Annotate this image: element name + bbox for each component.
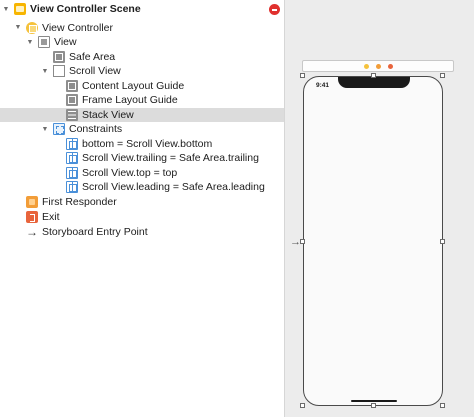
view-controller-icon[interactable] — [364, 64, 369, 69]
outline-row-scroll-view[interactable]: ▼ Scroll View — [0, 64, 284, 79]
outline-label: Stack View — [82, 108, 134, 121]
outline-label: View — [54, 36, 77, 49]
resize-handle-top-right[interactable] — [440, 73, 445, 78]
home-indicator — [351, 399, 397, 402]
resize-handle-bottom[interactable] — [371, 403, 376, 408]
first-responder-icon[interactable] — [376, 64, 381, 69]
layout-guide-icon — [66, 79, 78, 92]
pane-divider[interactable] — [284, 0, 285, 417]
constraint-icon — [66, 152, 78, 165]
outline-label: Scroll View.top = top — [82, 166, 178, 179]
outline-label: Constraints — [69, 123, 123, 136]
outline-label: Exit — [42, 210, 60, 223]
exit-icon — [26, 210, 38, 223]
view-controller-icon — [26, 21, 38, 34]
outline-row-frame-layout-guide[interactable]: Frame Layout Guide — [0, 93, 284, 108]
outline-row-view-controller[interactable]: ▼ View Controller — [0, 21, 284, 36]
disclosure-triangle[interactable]: ▼ — [41, 67, 49, 75]
outline-row-constraint-top[interactable]: Scroll View.top = top — [0, 166, 284, 181]
outline-label: Frame Layout Guide — [82, 94, 178, 107]
outline-label: First Responder — [42, 196, 117, 209]
outline-row-view-controller-scene[interactable]: ▼ View Controller Scene — [0, 2, 284, 17]
outline-row-storyboard-entry-point[interactable]: → Storyboard Entry Point — [0, 225, 284, 240]
scroll-view-icon — [53, 65, 65, 78]
view-icon — [38, 36, 50, 49]
outline-label: Scroll View.leading = Safe Area.leading — [82, 181, 265, 194]
constraints-icon — [53, 123, 65, 136]
outline-label: Safe Area — [69, 50, 116, 63]
scene-icon — [14, 3, 26, 16]
outline-label: Scroll View — [69, 65, 121, 78]
device-frame[interactable]: 9:41 — [303, 76, 443, 406]
outline-row-stack-view[interactable]: Stack View — [0, 107, 284, 122]
outline-row-constraint-trailing[interactable]: Scroll View.trailing = Safe Area.trailin… — [0, 151, 284, 166]
scene-dock[interactable] — [302, 60, 454, 72]
resize-handle-bottom-left[interactable] — [300, 403, 305, 408]
disclosure-triangle[interactable]: ▼ — [2, 5, 10, 13]
arrow-right-icon: → — [26, 224, 38, 239]
layout-guide-icon — [53, 50, 65, 63]
stack-view-icon — [66, 108, 78, 121]
outline-label: Scroll View.trailing = Safe Area.trailin… — [82, 152, 259, 165]
resize-handle-top-left[interactable] — [300, 73, 305, 78]
disclosure-triangle[interactable]: ▼ — [14, 24, 22, 32]
constraint-icon — [66, 181, 78, 194]
constraint-icon — [66, 137, 78, 150]
resize-handle-bottom-right[interactable] — [440, 403, 445, 408]
resize-handle-right[interactable] — [440, 239, 445, 244]
outline-row-constraints[interactable]: ▼ Constraints — [0, 122, 284, 137]
outline-row-first-responder[interactable]: First Responder — [0, 195, 284, 210]
outline-label: Content Layout Guide — [82, 79, 185, 92]
warning-icon[interactable] — [269, 4, 280, 15]
document-outline: ▼ View Controller Scene ▼ View Controlle… — [0, 2, 284, 240]
disclosure-triangle[interactable]: ▼ — [41, 125, 49, 133]
outline-row-exit[interactable]: Exit — [0, 210, 284, 225]
outline-label: Storyboard Entry Point — [42, 225, 148, 238]
outline-row-constraint-leading[interactable]: Scroll View.leading = Safe Area.leading — [0, 180, 284, 195]
outline-row-view[interactable]: ▼ View — [0, 35, 284, 50]
disclosure-triangle[interactable]: ▼ — [26, 38, 34, 46]
layout-guide-icon — [66, 94, 78, 107]
outline-row-safe-area[interactable]: Safe Area — [0, 50, 284, 65]
outline-row-content-layout-guide[interactable]: Content Layout Guide — [0, 79, 284, 94]
entry-point-arrow-icon[interactable]: → — [290, 236, 301, 248]
device-notch — [338, 77, 410, 88]
first-responder-icon — [26, 196, 38, 209]
status-time: 9:41 — [316, 82, 330, 89]
outline-label: View Controller Scene — [30, 3, 141, 16]
storyboard-canvas[interactable]: 9:41 — [285, 0, 474, 417]
outline-label: bottom = Scroll View.bottom — [82, 137, 213, 150]
exit-icon[interactable] — [388, 64, 393, 69]
resize-handle-top[interactable] — [371, 73, 376, 78]
constraint-icon — [66, 166, 78, 179]
outline-label: View Controller — [42, 21, 114, 34]
outline-row-constraint-bottom[interactable]: bottom = Scroll View.bottom — [0, 137, 284, 152]
resize-handle-left[interactable] — [300, 239, 305, 244]
